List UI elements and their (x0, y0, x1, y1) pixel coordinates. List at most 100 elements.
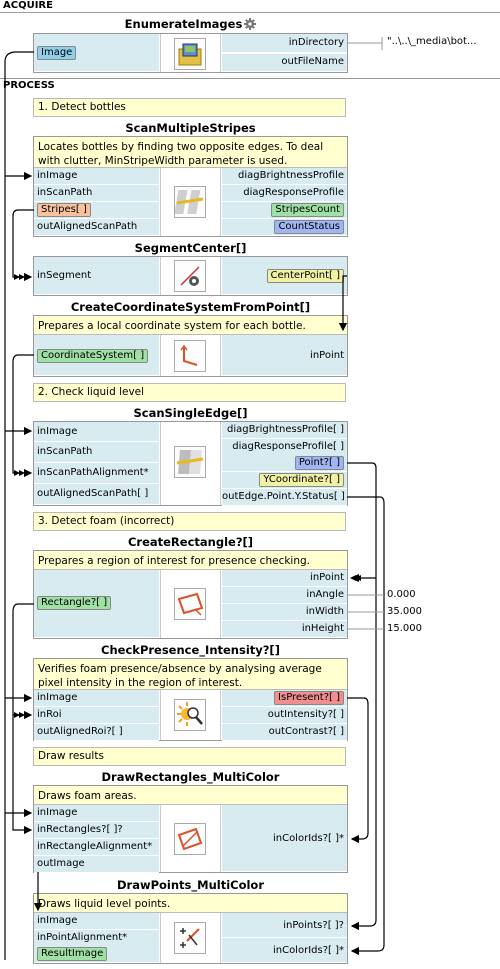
folder-images-icon (174, 38, 206, 70)
rectangle-wire (12, 603, 34, 835)
node-description: Locates bottles by finding two opposite … (34, 137, 347, 168)
is-present-wire (347, 697, 369, 844)
in-point-port[interactable]: inPoint (222, 570, 347, 587)
point-port[interactable]: Point?[ ] (222, 455, 347, 472)
node-icon-area (160, 913, 221, 963)
coordinate-system-tag: CoordinateSystem[ ] (37, 349, 149, 363)
diag-brightness-profile-port[interactable]: diagBrightnessProfile (222, 168, 347, 185)
section-separator (0, 78, 500, 79)
in-image-port[interactable]: inImage (34, 805, 159, 822)
point-tag: Point?[ ] (294, 456, 344, 470)
center-point-port[interactable]: CenterPoint[ ] (222, 257, 347, 295)
in-scan-path-port[interactable]: inScanPath (34, 185, 159, 202)
diag-response-profile-port[interactable]: diagResponseProfile (222, 185, 347, 202)
double-arrow-marker (14, 712, 25, 718)
in-image-port[interactable]: inImage (34, 422, 159, 442)
out-contrast-port[interactable]: outContrast?[ ] (222, 724, 347, 741)
rectangle-tag: Rectangle?[ ] (37, 596, 112, 610)
node-description: Draws liquid level points. (34, 894, 347, 913)
in-width-value[interactable]: 35.000 (387, 606, 422, 617)
scan-multiple-stripes-title[interactable]: ScanMultipleStripes (125, 121, 256, 135)
stripes-scan-icon (174, 186, 206, 218)
intensity-check-icon (174, 699, 206, 731)
in-scan-path-alignment-port[interactable]: inScanPathAlignment* (34, 463, 159, 484)
in-segment-port[interactable]: inSegment (34, 257, 159, 295)
out-file-name-port[interactable]: outFileName (222, 54, 347, 72)
draw-rectangle-icon (174, 823, 206, 855)
in-rectangle-alignment-port[interactable]: inRectangleAlignment* (34, 839, 159, 856)
status-wire (347, 496, 385, 956)
coordinate-axes-icon (174, 340, 206, 372)
create-coordinate-system-title[interactable]: CreateCoordinateSystemFromPoint[] (70, 300, 311, 314)
in-points-port[interactable]: inPoints?[ ]? (222, 913, 347, 938)
in-image-port[interactable]: inImage (34, 168, 159, 185)
step-check-liquid-level: 2. Check liquid level (33, 383, 346, 402)
out-aligned-scan-path-port[interactable]: outAlignedScanPath[ ] (34, 484, 159, 505)
scan-single-edge-title[interactable]: ScanSingleEdge[] (133, 406, 248, 420)
in-width-port[interactable]: inWidth (222, 604, 347, 621)
in-angle-port[interactable]: inAngle (222, 587, 347, 604)
in-color-ids-port[interactable]: inColorIds?[ ]* (222, 805, 347, 872)
image-tag: Image (37, 46, 77, 60)
rectangle-create-icon (174, 588, 206, 620)
is-present-port[interactable]: IsPresent?[ ] (222, 690, 347, 707)
segment-center-title[interactable]: SegmentCenter[] (134, 241, 247, 255)
out-image-port[interactable]: outImage (34, 856, 159, 873)
section-separator (0, 12, 500, 13)
node-description: Prepares a region of interest for presen… (34, 551, 347, 570)
rectangle-port[interactable]: Rectangle?[ ] (34, 570, 159, 638)
in-directory-port[interactable]: inDirectory (222, 34, 347, 53)
y-coordinate-tag: YCoordinate?[ ] (259, 473, 344, 487)
section-acquire: ACQUIRE (3, 0, 53, 11)
image-wire (4, 51, 34, 960)
result-image-tag: ResultImage (37, 947, 108, 961)
in-height-value[interactable]: 15.000 (387, 623, 422, 634)
y-coordinate-port[interactable]: YCoordinate?[ ] (222, 472, 347, 489)
in-point-port[interactable]: inPoint (222, 335, 347, 376)
result-image-port[interactable]: ResultImage (34, 946, 159, 963)
out-aligned-roi-port[interactable]: outAlignedRoi?[ ] (34, 724, 159, 741)
in-scan-path-port[interactable]: inScanPath (34, 442, 159, 463)
in-image-port[interactable]: inImage (34, 690, 159, 707)
enumerate-image-port[interactable]: Image (34, 34, 159, 72)
gear-icon[interactable] (244, 18, 257, 30)
stripes-port[interactable]: Stripes[ ] (34, 202, 159, 219)
single-edge-scan-icon (174, 446, 206, 478)
count-status-tag: CountStatus (274, 220, 344, 234)
draw-points-title[interactable]: DrawPoints_MultiColor (116, 878, 265, 892)
in-height-port[interactable]: inHeight (222, 621, 347, 638)
step-detect-bottles: 1. Detect bottles (33, 98, 346, 117)
draw-points-icon (174, 922, 206, 954)
step-draw-results: Draw results (33, 747, 346, 766)
node-description: Prepares a local coordinate system for e… (34, 316, 347, 335)
in-image-port[interactable]: inImage (34, 913, 159, 930)
diag-brightness-profile-port[interactable]: diagBrightnessProfile[ ] (222, 422, 347, 439)
is-present-tag: IsPresent?[ ] (274, 691, 344, 705)
section-process: PROCESS (3, 80, 55, 91)
coordinate-system-wire (12, 354, 34, 478)
create-rectangle-title[interactable]: CreateRectangle?[] (127, 535, 254, 549)
stripes-wire (12, 209, 34, 282)
draw-rectangles-title[interactable]: DrawRectangles_MultiColor (101, 770, 280, 784)
enumerate-images-title[interactable]: EnumerateImages (33, 17, 348, 31)
stripes-count-port[interactable]: StripesCount (222, 202, 347, 219)
in-angle-value[interactable]: 0.000 (387, 589, 416, 600)
out-aligned-scan-path-port[interactable]: outAlignedScanPath (34, 219, 159, 236)
segment-center-gear-icon (174, 260, 206, 292)
count-status-port[interactable]: CountStatus (222, 219, 347, 236)
in-directory-value[interactable]: "..\..\_media\bot... (387, 36, 477, 47)
double-arrow-marker (14, 274, 25, 280)
out-intensity-port[interactable]: outIntensity?[ ] (222, 707, 347, 724)
coordinate-system-port[interactable]: CoordinateSystem[ ] (34, 335, 159, 376)
center-point-wire (338, 275, 348, 332)
point-wire (347, 462, 377, 931)
in-rectangles-port[interactable]: inRectangles?[ ]? (34, 822, 159, 839)
check-presence-intensity-title[interactable]: CheckPresence_Intensity?[] (101, 643, 280, 657)
double-arrow-marker (14, 470, 25, 476)
in-roi-port[interactable]: inRoi (34, 707, 159, 724)
in-color-ids-port[interactable]: inColorIds?[ ]* (222, 938, 347, 963)
out-edge-point-y-status-port[interactable]: outEdge.Point.Y.Status[ ] (222, 489, 347, 506)
node-description: Verifies foam presence/absence by analys… (34, 659, 347, 690)
node-description: Draws foam areas. (34, 786, 347, 805)
